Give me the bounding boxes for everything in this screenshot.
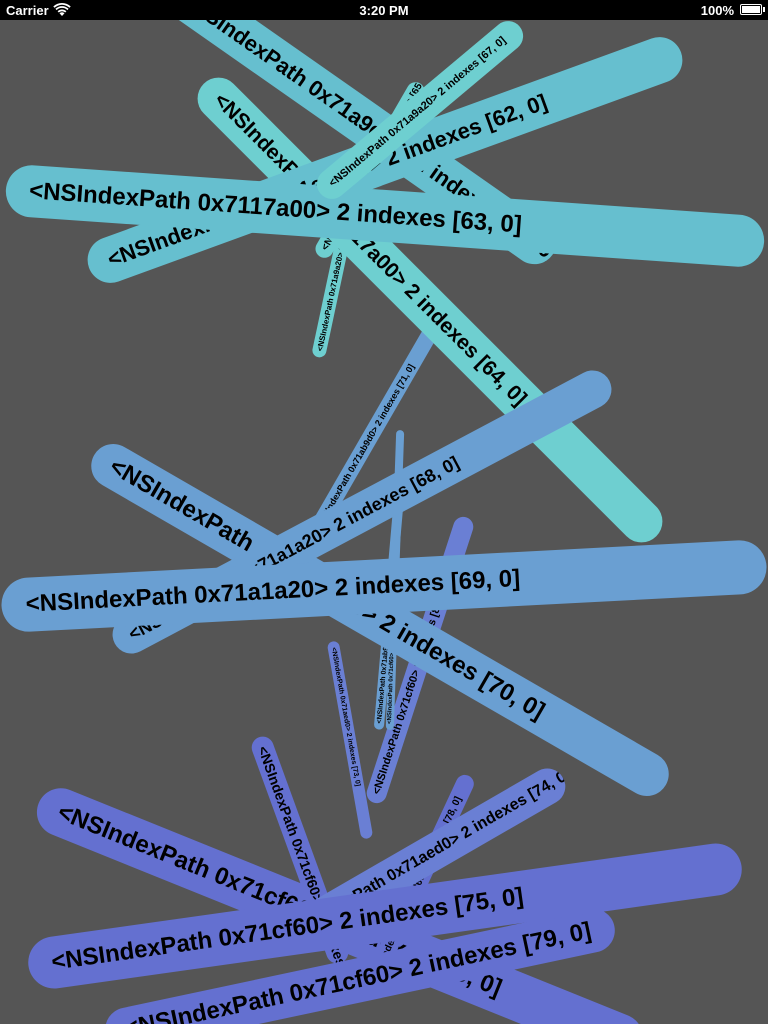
battery-percent: 100% [700, 3, 734, 18]
battery-fill [742, 6, 760, 13]
wifi-icon [53, 3, 71, 16]
cell-label: <NSIndexPath 0x71aed0> 2 indexes [73, 0] [330, 646, 362, 787]
clock: 3:20 PM [359, 3, 409, 18]
battery-tip [763, 7, 765, 12]
battery-icon [740, 4, 762, 15]
collection-view[interactable]: <NSIndexPath 0x7117a00> 2 indexes [65, 0… [0, 20, 768, 1024]
collection-cell[interactable]: <NSIndexPath 0x71aed0> 2 indexes [73, 0] [326, 640, 374, 840]
carrier-label: Carrier [6, 3, 49, 18]
status-bar: Carrier 3:20 PM 100% [0, 0, 768, 20]
